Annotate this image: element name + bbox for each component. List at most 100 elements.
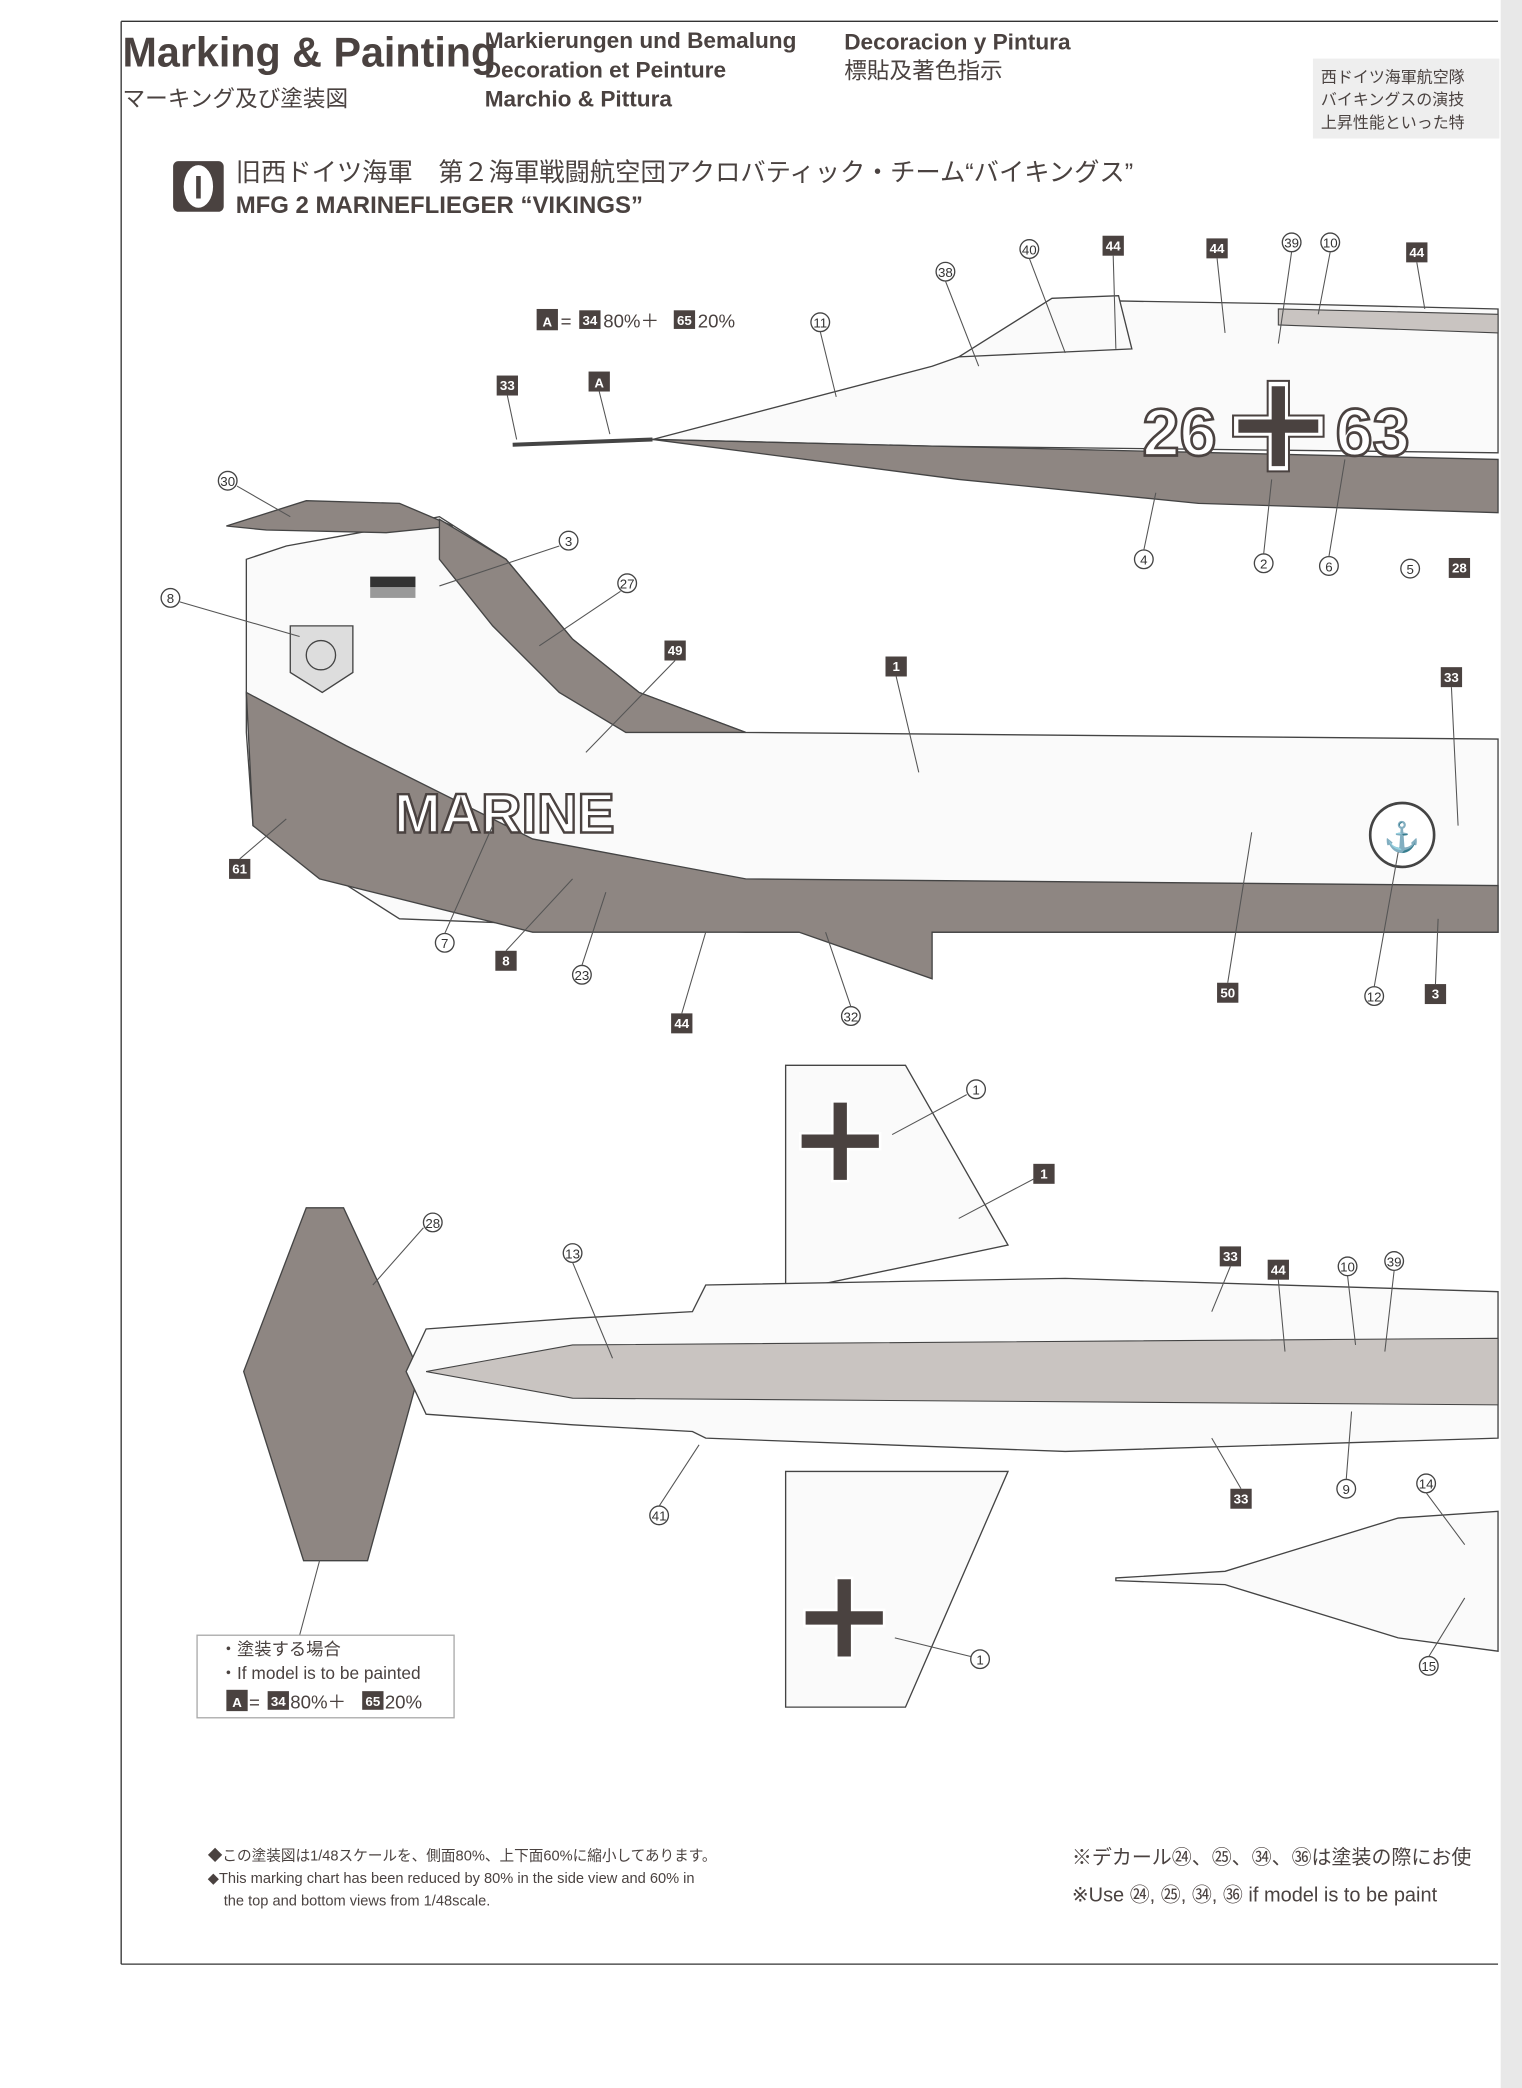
svg-text:13: 13	[565, 1246, 580, 1261]
svg-text:20%: 20%	[698, 311, 735, 332]
svg-text:44: 44	[1271, 1262, 1286, 1277]
callout-6: 6	[1318, 555, 1339, 576]
side-note-line: 上昇性能といった特	[1321, 114, 1465, 132]
side-note-line: 西ドイツ海軍航空隊	[1321, 69, 1465, 87]
footnote-jp: ◆この塗装図は1/48スケールを、側面80%、上下面60%に縮小してあります。	[208, 1846, 717, 1864]
code-number-left: 26	[1142, 396, 1216, 470]
callout-3: 3	[558, 530, 579, 551]
callout-1: 1	[1033, 1163, 1055, 1184]
svg-text:15: 15	[1421, 1659, 1436, 1674]
svg-text:1: 1	[972, 1083, 979, 1098]
iron-cross-icon	[798, 1099, 882, 1183]
svg-text:34: 34	[582, 313, 597, 328]
callout-2: 2	[1253, 553, 1274, 574]
callout-49: 49	[664, 640, 686, 661]
svg-text:33: 33	[1223, 1249, 1238, 1264]
callout-41: 41	[649, 1505, 670, 1526]
callout-7: 7	[434, 932, 455, 953]
svg-text:12: 12	[1367, 989, 1382, 1004]
svg-text:33: 33	[1444, 670, 1459, 685]
title: Marking & Painting	[123, 30, 497, 76]
callout-14: 14	[1416, 1473, 1437, 1494]
side-view-nose: 26 63	[512, 294, 1499, 514]
callout-32: 32	[840, 1006, 861, 1027]
svg-text:50: 50	[1220, 985, 1235, 1000]
callout-13: 13	[562, 1243, 583, 1264]
right-page-edge	[1500, 0, 1522, 2088]
title-it: Marchio & Pittura	[485, 87, 673, 112]
svg-text:6: 6	[1325, 559, 1332, 574]
svg-text:A: A	[594, 376, 604, 391]
svg-text:1: 1	[892, 659, 900, 674]
svg-text:・If model is to be painted: ・If model is to be painted	[220, 1663, 421, 1683]
footnote-en: ◆This marking chart has been reduced by …	[208, 1871, 695, 1887]
callout-8: 8	[160, 587, 181, 608]
callout-15: 15	[1418, 1655, 1439, 1676]
code-number-right: 63	[1336, 396, 1410, 470]
svg-text:40: 40	[1022, 242, 1037, 257]
svg-text:5: 5	[1406, 562, 1413, 577]
svg-text:32: 32	[843, 1009, 858, 1024]
svg-text:11: 11	[813, 316, 827, 331]
callout-44: 44	[671, 1013, 693, 1034]
iron-cross-icon	[1232, 379, 1325, 473]
decal-note-jp: ※デカール㉔、㉕、㉞、㊱は塗装の際にお使	[1072, 1846, 1471, 1869]
callout-23: 23	[571, 964, 592, 985]
callout-1: 1	[885, 656, 907, 677]
svg-text:49: 49	[668, 643, 683, 658]
callout-28: 28	[1448, 557, 1471, 578]
callout-33: 33	[496, 375, 518, 396]
svg-text:・塗装する場合: ・塗装する場合	[220, 1639, 341, 1659]
svg-text:23: 23	[575, 968, 590, 983]
decal-note-en: ※Use ㉔, ㉕, ㉞, ㊱ if model is to be paint	[1072, 1884, 1438, 1907]
svg-text:A: A	[232, 1695, 242, 1710]
svg-text:44: 44	[1409, 245, 1424, 260]
callout-27: 27	[617, 573, 638, 594]
callout-5: 5	[1400, 558, 1421, 579]
callout-39: 39	[1384, 1251, 1405, 1272]
svg-text:41: 41	[652, 1509, 667, 1524]
svg-text:8: 8	[167, 591, 174, 606]
callout-28: 28	[422, 1212, 443, 1233]
svg-text:8: 8	[502, 953, 509, 968]
scheme-number: I	[194, 169, 203, 205]
callout-33: 33	[1440, 667, 1463, 688]
svg-text:=: =	[561, 311, 572, 332]
svg-text:80%＋: 80%＋	[603, 311, 659, 332]
svg-text:⚓: ⚓	[1384, 820, 1420, 854]
callout-10: 10	[1337, 1256, 1358, 1277]
fuselage-marine-text: MARINE	[394, 781, 615, 844]
svg-text:28: 28	[1452, 561, 1467, 576]
callout-9: 9	[1336, 1478, 1357, 1499]
callout-33: 33	[1219, 1246, 1242, 1267]
svg-text:33: 33	[1234, 1491, 1249, 1506]
leader-lines	[179, 251, 1466, 1658]
svg-text:10: 10	[1323, 236, 1338, 251]
callout-1: 1	[970, 1649, 991, 1670]
paint-formula: A = 34 80%＋ 65 20%	[536, 308, 735, 332]
svg-text:65: 65	[365, 1694, 380, 1709]
svg-text:A: A	[542, 314, 552, 329]
bottom-view	[242, 1064, 1499, 1708]
svg-text:9: 9	[1343, 1482, 1350, 1497]
paint-box: ・塗装する場合 ・If model is to be painted A = 3…	[196, 1634, 455, 1719]
callout-44: 44	[1102, 235, 1124, 256]
scheme-title-jp: 旧西ドイツ海軍 第２海軍戦闘航空団アクロバティック・チーム“バイキングス”	[236, 159, 1133, 187]
callout-30: 30	[217, 470, 238, 491]
svg-text:80%＋: 80%＋	[290, 1691, 346, 1712]
anchor-emblem-icon	[1368, 801, 1436, 869]
callout-12: 12	[1364, 986, 1385, 1007]
title-cn: 標貼及著色指示	[844, 59, 1002, 84]
svg-text:=: =	[249, 1691, 260, 1712]
svg-text:10: 10	[1340, 1260, 1355, 1275]
footnote-en: the top and bottom views from 1/48scale.	[224, 1894, 491, 1910]
side-note-box	[1312, 58, 1500, 139]
svg-text:3: 3	[565, 534, 572, 549]
callout-11: 11	[810, 312, 831, 333]
iron-cross-icon	[802, 1576, 886, 1660]
svg-text:44: 44	[1106, 238, 1121, 253]
svg-text:30: 30	[220, 474, 235, 489]
svg-text:4: 4	[1140, 553, 1147, 568]
svg-text:61: 61	[232, 862, 247, 877]
callout-1: 1	[966, 1079, 987, 1100]
